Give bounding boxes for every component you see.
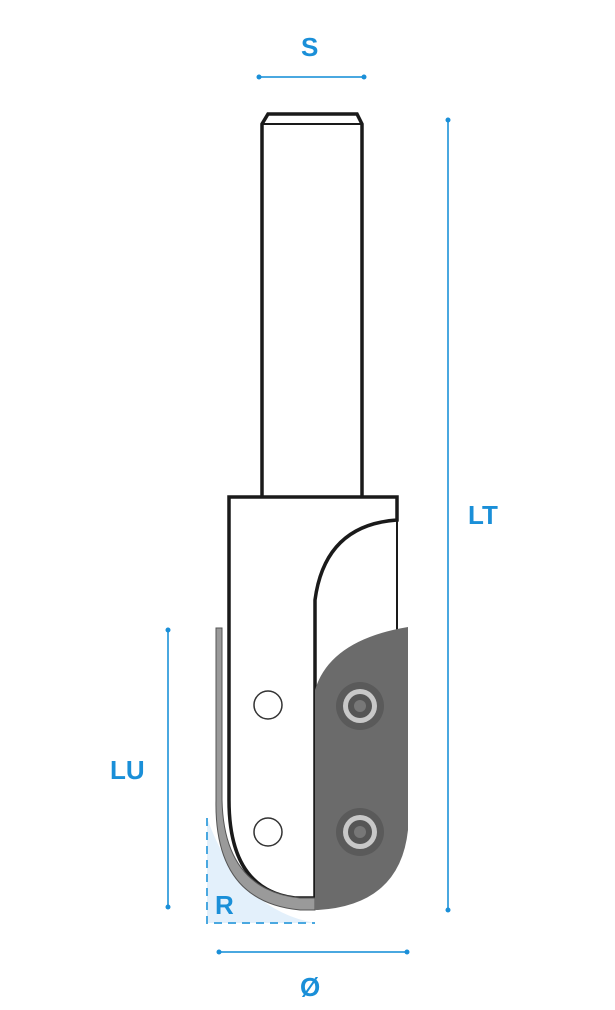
torx-screw-icon [336,682,384,730]
radius-shade [207,818,315,923]
shank [260,112,364,496]
label-r: R [215,890,234,920]
body-hole-lower [253,817,283,847]
cutting-insert [315,627,408,910]
body-hole-upper [253,690,283,720]
label-diameter: Ø [300,972,321,1002]
torx-screw-icon [336,808,384,856]
label-lt: LT [468,500,498,530]
label-s: S [301,32,319,62]
radius-dashed-guide [206,818,315,924]
label-lu: LU [110,755,145,785]
